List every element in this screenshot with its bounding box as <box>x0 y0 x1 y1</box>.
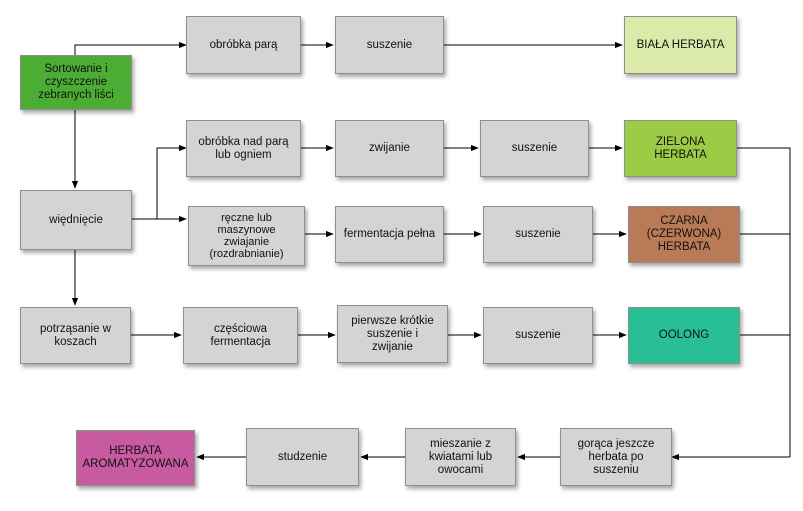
node-sort-clean: Sortowanie i czyszczenie zebranych liści <box>20 55 132 110</box>
node-full-ferment: fermentacja pełna <box>335 206 444 263</box>
connector-green-merge <box>737 147 791 457</box>
node-dry-black: suszenie <box>483 206 593 263</box>
node-black-tea: CZARNA (CZERWONA) HERBATA <box>628 206 740 263</box>
node-flavored-tea: HERBATA AROMATYZOWANA <box>76 430 195 486</box>
node-hot-tea: gorąca jeszcze herbata po suszeniu <box>560 428 672 486</box>
node-roll-manual: ręczne lub maszynowe zwiajanie (rozdrabn… <box>188 206 305 266</box>
node-shake: potrząsanie w koszach <box>20 307 131 364</box>
node-steam: obróbka parą <box>186 16 301 74</box>
node-part-ferment: częściowa fermentacja <box>183 307 298 364</box>
node-steam-fire: obróbka nad parą lub ogniem <box>186 120 301 177</box>
node-mix: mieszanie z kwiatami lub owocami <box>405 428 516 486</box>
connector-wither-steamfire <box>132 144 187 220</box>
node-oolong: OOLONG <box>628 307 740 364</box>
node-dry-green: suszenie <box>480 120 589 177</box>
node-roll-green: zwijanie <box>335 120 444 177</box>
node-dry-oolong: suszenie <box>483 307 593 364</box>
node-dry-white: suszenie <box>335 16 444 74</box>
node-green-tea: ZIELONA HERBATA <box>624 120 737 177</box>
node-first-dry: pierwsze krótkie suszenie i zwijanie <box>337 305 448 363</box>
node-wither: więdnięcie <box>20 190 132 250</box>
connector-sort-steam <box>74 41 187 55</box>
node-white-tea: BIAŁA HERBATA <box>624 16 737 74</box>
node-cool: studzenie <box>246 428 359 486</box>
